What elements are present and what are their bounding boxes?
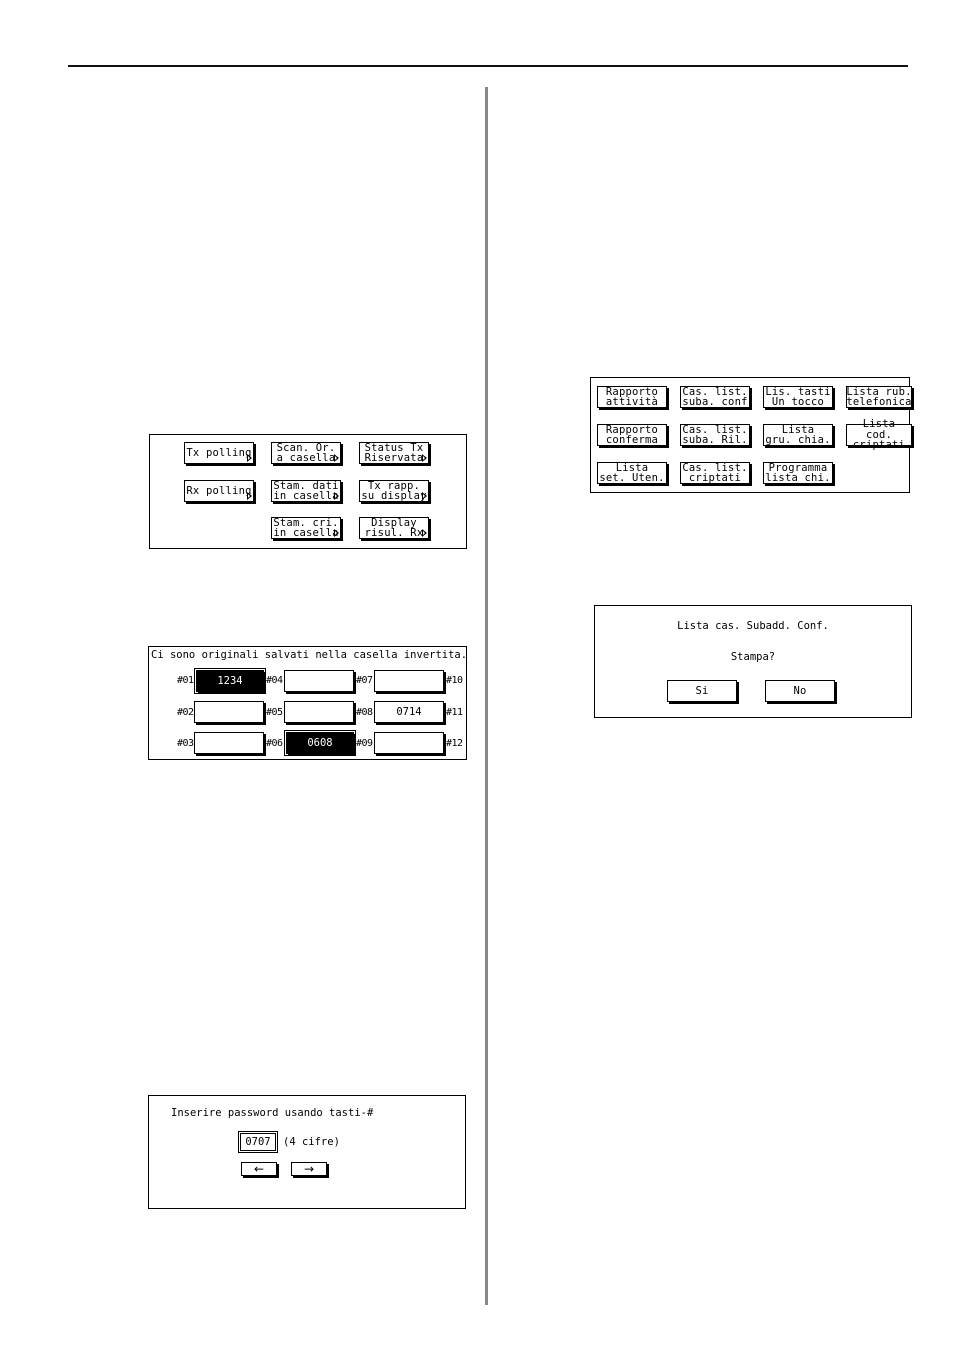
rx-polling-label: Rx polling [186,484,252,497]
mailbox-slot-09[interactable] [374,732,444,754]
submenu-arrow-icon [334,492,339,500]
dialog-title: Lista cas. Subadd. Conf. [677,620,829,632]
one-touch-keys-list-button[interactable]: Lis. tasti Un tocco [763,386,833,408]
user-settings-list-button[interactable]: Lista set. Uten. [597,462,667,484]
display-rx-result-button[interactable]: Display risul. Rx [359,517,429,539]
dialog-question: Stampa? [730,651,776,663]
confidential-tx-status-button[interactable]: Status Tx Riservata [359,442,429,464]
slot-label: #09 [356,738,373,749]
column-divider [485,87,488,1305]
slot-label: #02 [177,707,194,718]
submenu-arrow-icon [422,529,427,537]
subaddress-confidential-list-button[interactable]: Cas. list. suba. conf [680,386,750,408]
encryption-code-list-button[interactable]: Lista cod. criptati [846,419,912,451]
submenu-arrow-icon [422,492,427,500]
slot-label: #08 [356,707,373,718]
submenu-arrow-icon [247,492,252,500]
mailbox-slot-05[interactable] [284,701,354,723]
slot-label: #10 [446,675,463,686]
confidential-tx-status-label: Status Tx Riservata [364,441,424,464]
slot-label: #04 [266,675,283,686]
phone-book-list-button[interactable]: Lista rub. telefonica [846,385,912,408]
print-box-data-button[interactable]: Stam. dati in casella [271,480,341,502]
mailbox-slot-06[interactable]: 0608 [284,730,356,756]
mailbox-slot-01[interactable]: 1234 [194,668,266,694]
password-instruction: Inserire password usando tasti-# [171,1107,374,1119]
mailbox-message: Ci sono originali salvati nella casella … [151,649,468,661]
print-encrypted-box-button[interactable]: Stam. cri. in casella [271,517,341,539]
print-encrypted-box-label: Stam. cri. in casella [273,516,339,539]
polling-menu-panel: Tx polling Scan. Or. a casella Status Tx… [149,434,467,549]
slot-label: #11 [446,707,463,718]
slot-label: #01 [177,675,194,686]
print-box-data-label: Stam. dati in casella [273,479,339,502]
confirmation-report-button[interactable]: Rapporto conferma [597,424,667,446]
mailbox-slot-02[interactable] [194,701,264,723]
right-arrow-icon: → [303,1162,315,1176]
left-arrow-icon: ← [253,1162,265,1176]
slot-label: #05 [266,707,283,718]
rx-polling-button[interactable]: Rx polling [184,480,254,502]
password-digit-hint: (4 cifre) [283,1136,340,1148]
scan-original-to-box-button[interactable]: Scan. Or. a casella [271,442,341,464]
yes-button[interactable]: Si [667,680,737,702]
mailbox-slot-03[interactable] [194,732,264,754]
mailbox-slot-04[interactable] [284,670,354,692]
password-panel: Inserire password usando tasti-# 0707 (4… [148,1095,466,1209]
scan-original-to-box-label: Scan. Or. a casella [276,441,336,464]
password-field[interactable]: 0707 [238,1131,278,1153]
slot-label: #03 [177,738,194,749]
print-confirm-dialog: Lista cas. Subadd. Conf. Stampa? Si No [594,605,912,718]
group-keys-list-button[interactable]: Lista gru. chia. [763,424,833,446]
encrypted-box-list-button[interactable]: Cas. list. criptati [680,462,750,484]
submenu-arrow-icon [334,529,339,537]
submenu-arrow-icon [334,454,339,462]
slot-label: #12 [446,738,463,749]
cursor-left-button[interactable]: ← [241,1162,277,1176]
mailbox-panel: Ci sono originali salvati nella casella … [148,646,467,760]
tx-polling-button[interactable]: Tx polling [184,442,254,464]
submenu-arrow-icon [422,454,427,462]
page-header-rule [68,65,908,67]
mailbox-slot-08[interactable]: 0714 [374,701,444,723]
display-rx-result-label: Display risul. Rx [364,516,424,539]
submenu-arrow-icon [247,454,252,462]
tx-polling-label: Tx polling [186,446,252,459]
activity-report-button[interactable]: Rapporto attività [597,386,667,408]
report-menu-panel: Rapporto attività Cas. list. suba. conf … [590,377,912,493]
no-button[interactable]: No [765,680,835,702]
subaddress-relay-list-button[interactable]: Cas. list. suba. Ril. [680,424,750,446]
tx-report-display-label: Tx rapp. su display [361,479,427,502]
slot-label: #06 [266,738,283,749]
mailbox-slot-07[interactable] [374,670,444,692]
slot-label: #07 [356,675,373,686]
key-program-list-button[interactable]: Programma lista chi. [763,462,833,484]
cursor-right-button[interactable]: → [291,1162,327,1176]
tx-report-display-button[interactable]: Tx rapp. su display [359,480,429,502]
